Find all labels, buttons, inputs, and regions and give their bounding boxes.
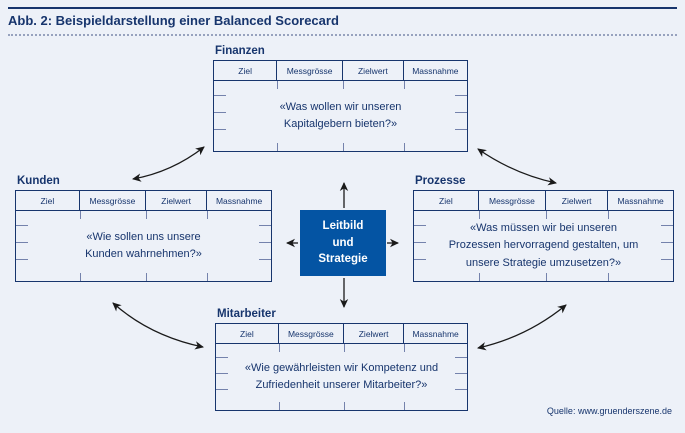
perspective-panel-kunden: Kunden Ziel Messgrösse Zielwert Massnahm… — [15, 175, 272, 282]
question-finanzen: «Was wollen wir unseren Kapitalgebern bi… — [279, 100, 402, 130]
table-header-row: Ziel Messgrösse Zielwert Massnahme — [414, 191, 673, 211]
cell-divider — [478, 273, 480, 281]
cell-divider — [214, 95, 226, 96]
arrow-mitarbeiter-prozesse — [477, 304, 567, 351]
table-header-row: Ziel Messgrösse Zielwert Massnahme — [16, 191, 271, 211]
cell-divider — [414, 241, 426, 243]
panel-title-prozesse: Prozesse — [415, 175, 466, 187]
center-box-line: Strategie — [318, 253, 368, 266]
column-header-massnahme: Massnahme — [412, 65, 459, 76]
cell-divider — [344, 344, 345, 352]
cell-divider — [455, 111, 467, 113]
cell-divider — [216, 357, 228, 359]
table-body: «Wie sollen uns unsere Kunden wahrnehmen… — [16, 211, 271, 281]
column-header-messgroesse: Messgrösse — [479, 191, 547, 210]
cell-divider — [414, 225, 426, 226]
cell-divider — [404, 344, 406, 352]
column-header-zielwert: Zielwert — [546, 191, 609, 210]
table-header-row: Ziel Messgrösse Zielwert Massnahme — [216, 324, 467, 344]
column-header-ziel: Ziel — [214, 61, 278, 80]
figure-title: Abb. 2: Beispieldarstellung einer Balanc… — [8, 9, 677, 36]
perspective-panel-mitarbeiter: Mitarbeiter Ziel Messgrösse Zielwert Mas… — [215, 308, 468, 411]
question-kunden: «Wie sollen uns unsere Kunden wahrnehmen… — [85, 230, 202, 260]
cell-divider — [277, 81, 279, 89]
cell-divider — [16, 258, 28, 260]
table-body: «Was wollen wir unseren Kapitalgebern bi… — [214, 81, 467, 151]
source-credit: Quelle: www.gruenderszene.de — [546, 406, 672, 416]
cell-divider — [661, 241, 673, 243]
column-header-massnahme: Massnahme — [617, 195, 664, 206]
question-prozesse: «Was müssen wir bei unseren Prozessen he… — [448, 222, 639, 269]
column-header-zielwert: Zielwert — [146, 191, 208, 210]
cell-divider — [403, 143, 405, 151]
table-header-row: Ziel Messgrösse Zielwert Massnahme — [214, 61, 467, 81]
cell-divider — [259, 225, 271, 226]
cell-divider — [546, 273, 548, 281]
cell-divider — [546, 211, 548, 219]
scorecard-table-finanzen: Ziel Messgrösse Zielwert Massnahme «Was … — [213, 60, 468, 152]
cell-divider — [146, 273, 148, 281]
column-header-ziel: Ziel — [414, 191, 479, 210]
cell-divider — [344, 402, 345, 410]
cell-divider — [277, 143, 279, 151]
cell-divider — [455, 373, 467, 375]
cell-divider — [661, 258, 673, 260]
cell-divider — [608, 273, 610, 281]
cell-divider — [478, 211, 480, 219]
question-mitarbeiter: «Wie gewährleisten wir Kompetenz und Zuf… — [244, 361, 439, 391]
cell-divider — [259, 258, 271, 260]
scorecard-table-prozesse: Ziel Messgrösse Zielwert Massnahme «Was … — [413, 190, 674, 282]
perspective-panel-finanzen: Finanzen Ziel Messgrösse Zielwert Massna… — [213, 45, 468, 152]
column-header-zielwert: Zielwert — [344, 324, 405, 343]
cell-divider — [207, 211, 209, 219]
cell-divider — [259, 241, 271, 243]
cell-divider — [207, 273, 209, 281]
column-header-messgroesse: Messgrösse — [80, 191, 147, 210]
cell-divider — [16, 225, 28, 226]
scorecard-table-kunden: Ziel Messgrösse Zielwert Massnahme «Wie … — [15, 190, 272, 282]
cell-divider — [216, 388, 228, 390]
column-header-massnahme: Massnahme — [412, 328, 459, 339]
column-header-messgroesse: Messgrösse — [279, 324, 344, 343]
panel-title-kunden: Kunden — [17, 175, 60, 187]
cell-divider — [16, 241, 28, 243]
cell-divider — [661, 225, 673, 226]
cell-divider — [216, 373, 228, 375]
cell-divider — [404, 402, 406, 410]
panel-title-finanzen: Finanzen — [215, 45, 265, 57]
center-box-line: Leitbild — [322, 219, 364, 232]
cell-divider — [455, 357, 467, 359]
column-header-ziel: Ziel — [216, 324, 279, 343]
column-header-zielwert: Zielwert — [343, 61, 404, 80]
cell-divider — [146, 211, 148, 219]
table-body: «Wie gewährleisten wir Kompetenz und Zuf… — [216, 344, 467, 410]
cell-divider — [79, 211, 81, 219]
cell-divider — [414, 258, 426, 260]
cell-divider — [343, 143, 345, 151]
column-header-messgroesse: Messgrösse — [277, 61, 344, 80]
figure-header: Abb. 2: Beispieldarstellung einer Balanc… — [8, 7, 677, 36]
cell-divider — [455, 95, 467, 96]
perspective-panel-prozesse: Prozesse Ziel Messgrösse Zielwert Massna… — [413, 175, 674, 282]
cell-divider — [278, 344, 280, 352]
panel-title-mitarbeiter: Mitarbeiter — [217, 308, 276, 320]
scorecard-table-mitarbeiter: Ziel Messgrösse Zielwert Massnahme «Wie … — [215, 323, 468, 411]
cell-divider — [403, 81, 405, 89]
table-body: «Was müssen wir bei unseren Prozessen he… — [414, 211, 673, 281]
center-box-line: und — [332, 236, 354, 249]
column-header-massnahme: Massnahme — [215, 195, 263, 206]
cell-divider — [455, 388, 467, 390]
arrow-kunden-mitarbeiter — [112, 302, 204, 350]
cell-divider — [278, 402, 280, 410]
cell-divider — [608, 211, 610, 219]
cell-divider — [214, 128, 226, 130]
cell-divider — [343, 81, 345, 89]
cell-divider — [79, 273, 81, 281]
center-box-leitbild-strategie: Leitbild und Strategie — [300, 210, 386, 276]
cell-divider — [455, 128, 467, 130]
cell-divider — [214, 111, 226, 113]
column-header-ziel: Ziel — [16, 191, 80, 210]
